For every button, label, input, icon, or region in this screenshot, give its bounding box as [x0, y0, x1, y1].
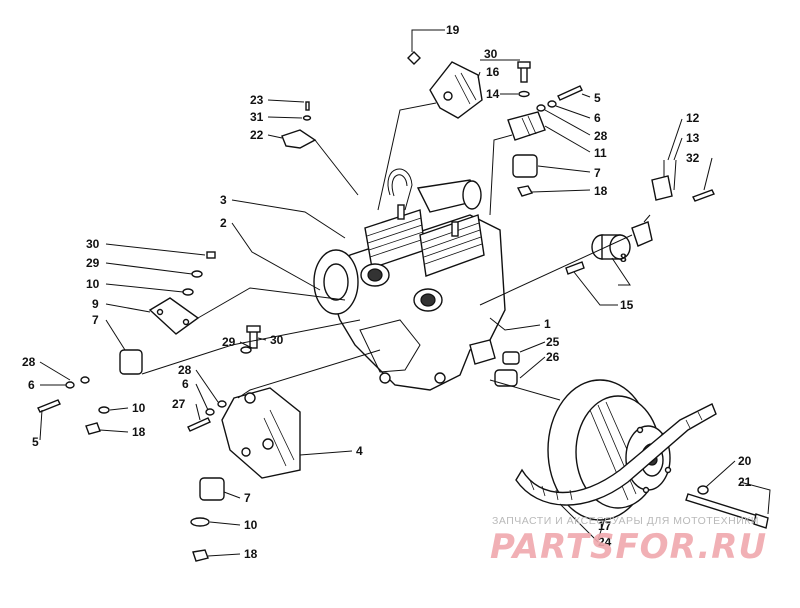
callout-label: 20	[738, 454, 752, 468]
callout-label: 10	[86, 277, 100, 291]
callout-label: 25	[546, 335, 560, 349]
right-mount-parts	[565, 159, 715, 275]
callout-label: 6	[28, 378, 35, 392]
callout-label: 28	[178, 363, 192, 377]
drive-clutch	[494, 351, 769, 529]
watermark-subtitle: ЗАПЧАСТИ И АКСЕССУАРЫ ДЛЯ МОТОТЕХНИКИ	[492, 515, 759, 527]
callout-label: 23	[250, 93, 264, 107]
callout-label: 13	[686, 131, 700, 145]
callout-label: 7	[92, 313, 99, 327]
callout-label: 16	[486, 65, 500, 79]
callout-label: 12	[686, 111, 700, 125]
callout-label: 19	[446, 23, 460, 37]
callout-label: 17	[598, 519, 612, 533]
callout-label: 8	[620, 251, 627, 265]
callout-label: 10	[132, 401, 146, 415]
callout-label: 7	[244, 491, 251, 505]
callout-label: 5	[32, 435, 39, 449]
callout-label: 1	[544, 317, 551, 331]
callout-label: 18	[594, 184, 608, 198]
engine-block	[313, 168, 506, 391]
callout-label: 15	[620, 298, 634, 312]
callout-label: 32	[686, 151, 700, 165]
callout-label: 22	[250, 128, 264, 142]
top-mount-parts	[281, 51, 583, 197]
callout-label: 6	[182, 377, 189, 391]
callout-label: 7	[594, 166, 601, 180]
left-mount-parts	[37, 251, 216, 435]
callout-label: 26	[546, 350, 560, 364]
callout-label: 10	[244, 518, 258, 532]
lower-mount-parts	[187, 325, 301, 562]
watermark-logo: PARTSFOR.RU	[490, 527, 768, 567]
callout-label: 29	[86, 256, 100, 270]
callout-labels: 19 16 30 14 5 6 28 11 7 18 12 13 32 23 3…	[22, 23, 752, 561]
callout-label: 27	[172, 397, 186, 411]
callout-label: 11	[594, 146, 607, 160]
callout-label: 6	[594, 111, 601, 125]
callout-label: 18	[244, 547, 258, 561]
callout-label: 18	[132, 425, 146, 439]
callout-label: 14	[486, 87, 500, 101]
callout-label: 24	[598, 535, 612, 549]
callout-label: 2	[220, 216, 227, 230]
leader-lines	[39, 29, 771, 557]
callout-label: 31	[250, 110, 264, 124]
callout-label: 21	[738, 475, 752, 489]
callout-label: 28	[22, 355, 36, 369]
callout-label: 3	[220, 193, 227, 207]
callout-label: 30	[484, 47, 498, 61]
callout-label: 4	[356, 444, 363, 458]
callout-label: 30	[270, 333, 284, 347]
callout-label: 28	[594, 129, 608, 143]
callout-label: 30	[86, 237, 100, 251]
callout-label: 5	[594, 91, 601, 105]
callout-label: 9	[92, 297, 99, 311]
callout-label: 29	[222, 335, 236, 349]
